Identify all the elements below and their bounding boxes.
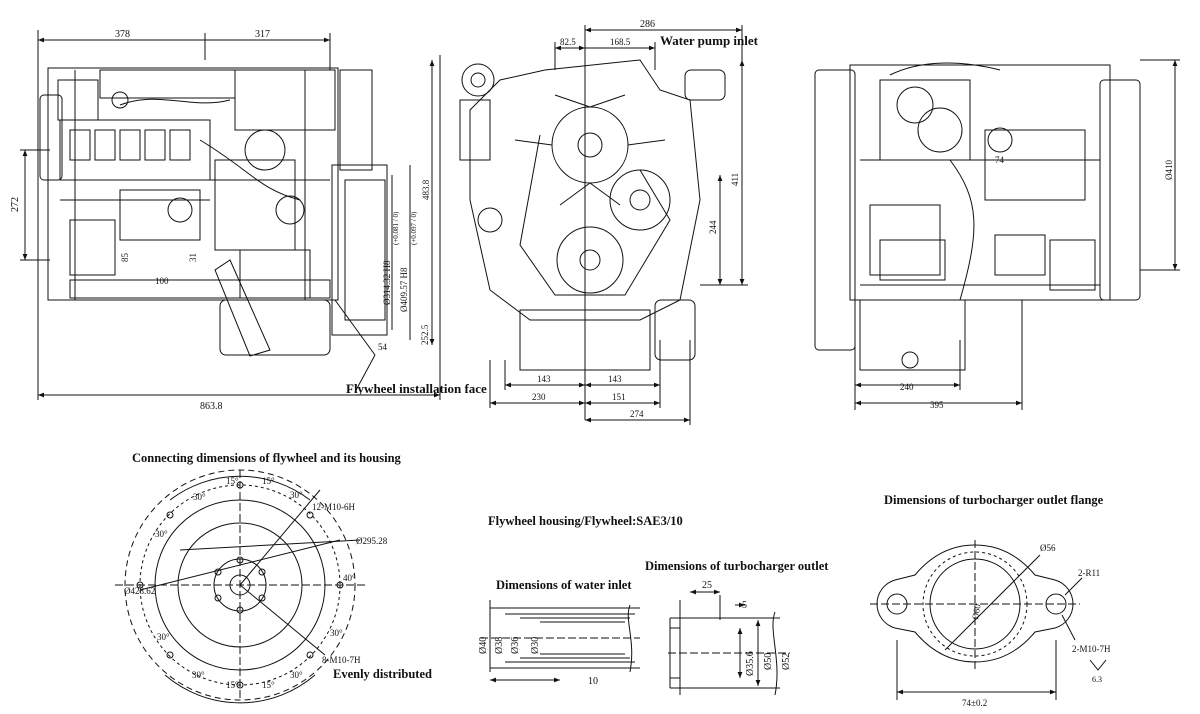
front-view xyxy=(459,25,748,425)
bolts-8-label: 8-M10-7H xyxy=(322,655,361,665)
left-view-labels: 378 317 272 863.8 483.8 Ø314.32 H8 (+0.0… xyxy=(10,29,487,412)
dim-395: 395 xyxy=(930,400,944,410)
dim-244: 244 xyxy=(708,220,718,234)
angle-2: 15° xyxy=(226,476,239,486)
angle-7: 30° xyxy=(157,632,170,642)
dim-230: 230 xyxy=(532,392,546,402)
dim-274: 274 xyxy=(630,409,644,419)
flywheel-title: Connecting dimensions of flywheel and it… xyxy=(132,451,402,465)
dim-252: 252.5 xyxy=(420,324,430,345)
angle-10: 15° xyxy=(226,680,239,690)
dim-240: 240 xyxy=(900,382,914,392)
dim-143a: 143 xyxy=(537,374,551,384)
angle-8: 30° xyxy=(330,628,343,638)
dim-863: 863.8 xyxy=(200,401,223,412)
dim-54: 54 xyxy=(378,342,388,352)
dim-bore-409: Ø409.57 H8 xyxy=(399,267,409,312)
angle-11: 15° xyxy=(262,680,275,690)
dim-410: Ø410 xyxy=(1164,160,1174,180)
dim-82: 82.5 xyxy=(560,37,576,47)
turbo-dim-5: 5 xyxy=(742,600,747,611)
evenly-distributed-label: Evenly distributed xyxy=(333,667,432,681)
dim-272: 272 xyxy=(10,197,21,212)
flange-r11: 2-R11 xyxy=(1078,568,1100,578)
dim-tol-314: (+0.081 / 0) xyxy=(392,211,400,245)
front-view-labels: 286 82.5 168.5 Water pump inlet 411 244 … xyxy=(532,19,759,419)
turbo-dia-35: Ø35.6 xyxy=(745,651,756,676)
bolts-12-label: 12-M10-6H xyxy=(312,502,355,512)
dim-411: 411 xyxy=(730,173,740,186)
dim-85: 85 xyxy=(120,253,130,263)
right-view-labels: Ø410 74 240 395 xyxy=(900,155,1174,410)
water-dia-38: Ø38 xyxy=(494,637,505,654)
angle-12: 30° xyxy=(290,670,303,680)
dim-tol-409: (+0.097 / 0) xyxy=(410,211,418,245)
dim-317: 317 xyxy=(255,29,270,40)
turbo-dia-52: Ø52 xyxy=(781,653,792,670)
water-len-10: 10 xyxy=(588,676,598,687)
turbo-outlet-view xyxy=(668,589,790,696)
angle-9: 30° xyxy=(192,670,205,680)
flange-title: Dimensions of turbocharger outlet flange xyxy=(884,493,1104,507)
turbo-outlet-title: Dimensions of turbocharger outlet xyxy=(645,559,829,573)
dim-143b: 143 xyxy=(608,374,622,384)
dim-151: 151 xyxy=(612,392,626,402)
dim-74: 74 xyxy=(995,155,1005,165)
dia-295-label: Ø295.28 xyxy=(356,536,388,546)
water-pump-inlet-label: Water pump inlet xyxy=(660,33,759,48)
dim-31: 31 xyxy=(188,253,198,262)
flange-labels: Dimensions of turbocharger outlet flange… xyxy=(884,493,1111,708)
angle-4: 30° xyxy=(290,490,303,500)
angle-3: 15° xyxy=(262,476,275,486)
dim-100: 100 xyxy=(155,276,169,286)
water-dia-36: Ø36 xyxy=(510,637,521,654)
flywheel-pattern-view xyxy=(115,469,365,704)
angle-5: 30° xyxy=(155,529,168,539)
water-inlet-view xyxy=(480,600,640,683)
turbo-dim-25: 25 xyxy=(702,580,712,591)
angle-6: 40° xyxy=(343,573,356,583)
water-dia-30: Ø30 xyxy=(530,637,541,654)
turbo-dia-50: Ø50 xyxy=(763,653,774,670)
right-side-view xyxy=(814,59,1180,410)
water-inlet-title: Dimensions of water inlet xyxy=(496,578,632,592)
water-dia-40: Ø40 xyxy=(478,637,489,654)
flange-roughness: 6.3 xyxy=(1092,675,1102,684)
dia-428-label: Ø428.62 xyxy=(124,586,155,596)
dim-bore-314: Ø314.32 H8 xyxy=(382,260,392,305)
flywheel-labels: Connecting dimensions of flywheel and it… xyxy=(124,451,432,690)
angle-1: 30° xyxy=(193,492,206,502)
flange-d56: Ø56 xyxy=(1040,543,1056,553)
left-side-view xyxy=(20,30,441,400)
dim-378: 378 xyxy=(115,29,130,40)
dim-168: 168.5 xyxy=(610,37,631,47)
turbo-flange-view xyxy=(870,540,1107,700)
flange-m10: 2-M10-7H xyxy=(1072,644,1111,654)
dim-483: 483.8 xyxy=(421,179,431,200)
flywheel-installation-face-label: Flywheel installation face xyxy=(346,381,487,396)
flange-width: 74±0.2 xyxy=(962,698,987,708)
flange-d60: Ø60 xyxy=(970,603,983,620)
sae-title: Flywheel housing/Flywheel:SAE3/10 xyxy=(488,514,683,528)
water-inlet-labels: Dimensions of water inlet Ø40 Ø38 Ø36 Ø3… xyxy=(478,578,632,687)
dim-286: 286 xyxy=(640,19,655,30)
turbo-outlet-labels: Dimensions of turbocharger outlet 25 5 Ø… xyxy=(645,559,829,676)
sae-label-group: Flywheel housing/Flywheel:SAE3/10 xyxy=(488,514,683,528)
